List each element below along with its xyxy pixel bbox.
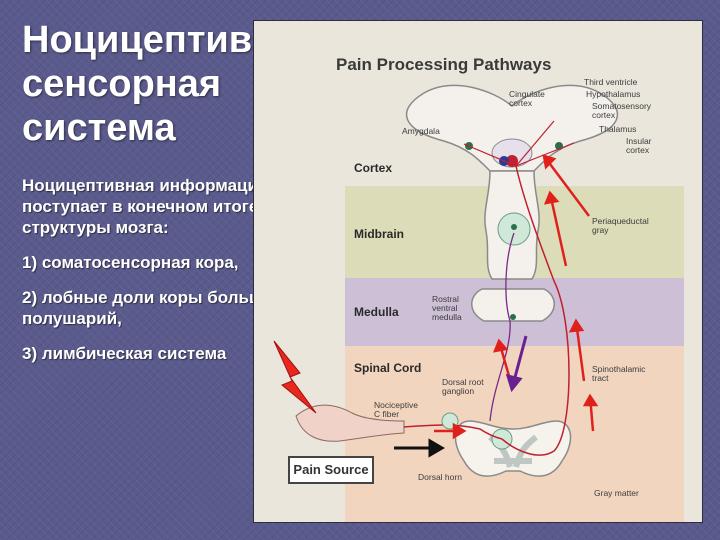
label-amygdala: Amygdala [402, 127, 440, 136]
label-cingulate-cortex: Cingulate cortex [509, 90, 553, 108]
label-dorsal-horn: Dorsal horn [418, 473, 462, 482]
label-rostral-ventral-medulla: Rostral ventral medulla [432, 295, 474, 322]
spinal-cord-section [455, 421, 570, 476]
pain-pathways-figure: Pain Processing Pathways Cortex Midbrain… [253, 20, 703, 523]
medulla-dot [510, 314, 516, 320]
midbrain-dot [511, 224, 517, 230]
label-periaqueductal-gray: Periaqueductal gray [592, 217, 660, 235]
label-somatosensory-cortex: Somatosensory cortex [592, 102, 662, 120]
label-spinothalamic-tract: Spinothalamic tract [592, 365, 654, 383]
label-hypothalamus: Hypothalamus [586, 90, 640, 99]
label-third-ventricle: Third ventricle [584, 78, 637, 87]
label-insular-cortex: Insular cortex [626, 137, 666, 155]
label-thalamus: Thalamus [599, 125, 636, 134]
label-gray-matter: Gray matter [594, 489, 639, 498]
purple-arrow-icon [508, 336, 526, 389]
lightning-bolt-icon [274, 341, 316, 413]
pain-source-label: Pain Source [288, 456, 374, 484]
label-nociceptive-c-fiber: Nociceptive C fiber [374, 401, 422, 419]
black-arrow-icon [394, 441, 442, 455]
label-dorsal-root-ganglion: Dorsal root ganglion [442, 378, 500, 396]
